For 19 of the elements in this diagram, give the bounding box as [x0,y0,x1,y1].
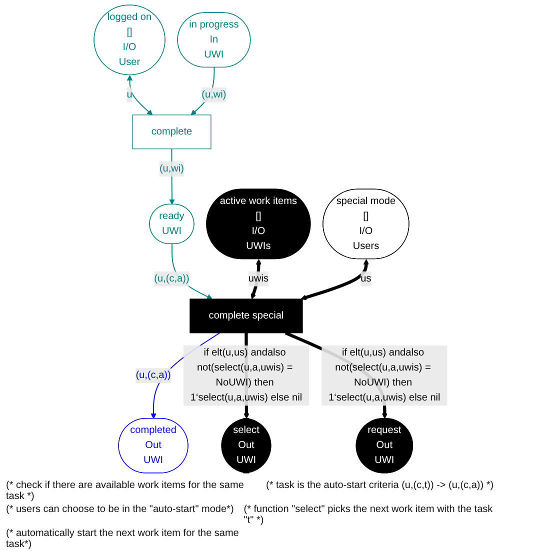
arrow [127,75,154,116]
arrow [251,259,262,300]
edge-label: (u,wi) [202,89,227,100]
edge-label: us [361,273,372,284]
node-box: complete special [190,298,304,334]
edge-label: uwis [248,273,269,284]
edge-label: if elt(u,us) andalso not(select(u,a,uwis) = NoUWI) then 1‘select(u,a,uwis) else nil [328,347,441,404]
edge-label: u [127,89,133,100]
edge-label: (u,(c,a)) [154,273,190,284]
edge-label: (u,wi) [160,163,184,174]
comment-note: (* task is the auto-start criteria (u,(c,t)) -> (u,(c,a)) *) [266,480,494,493]
node-box: complete [132,114,212,150]
comment-note: (* check if there are available work items for the same task *) [6,480,245,502]
edge-label: if elt(u,us) andalso not(select(u,a,uwis) = NoUWI) then 1‘select(u,a,uwis) else nil [190,347,302,404]
arrow [301,259,370,300]
comment-note: (* automatically start the next work item for the same task*) [6,528,240,550]
edge-label: (u,(c,a)) [136,370,172,381]
comment-note: (* users can choose to be in the "auto-start" mode*) [6,504,234,517]
comment-note: (* function "select" picks the next work item with the task "t" *) [244,504,494,526]
